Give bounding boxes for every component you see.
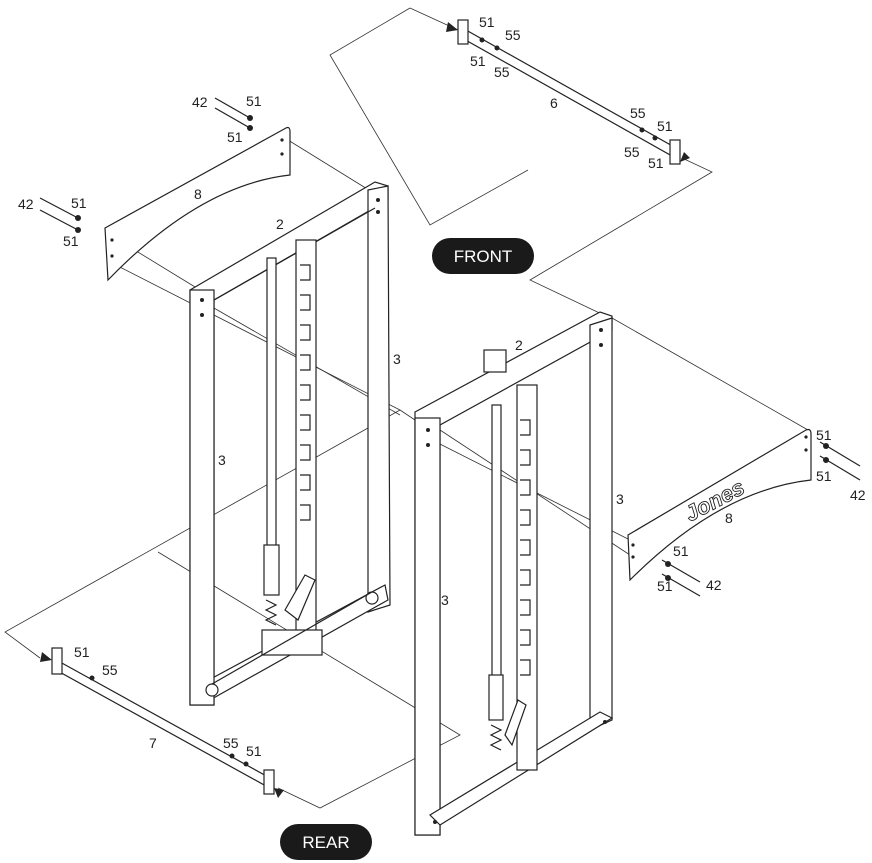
part-number-labels: 51 55 51 55 6 55 51 55 51 42 51 51 42 51… [18, 14, 866, 759]
bottom-crossbar-part-7 [40, 647, 284, 798]
part-label: 2 [515, 337, 523, 353]
part-label: 42 [192, 94, 208, 110]
assembly-guide-lines [4, 7, 809, 809]
rear-badge: REAR [280, 824, 372, 860]
hardware-bolts [39, 97, 861, 597]
part-label: 8 [725, 510, 733, 526]
part-label: 51 [74, 644, 90, 660]
part-label: 3 [616, 491, 624, 507]
part-label: 42 [850, 487, 866, 503]
part-label: 55 [102, 662, 118, 678]
part-label: 7 [149, 735, 157, 751]
part-label: 6 [550, 95, 558, 111]
part-label: 2 [276, 216, 284, 232]
part-label: 51 [246, 93, 262, 109]
part-label: 51 [648, 155, 664, 171]
part-label: 51 [657, 578, 673, 594]
part-label: 42 [18, 196, 34, 212]
part-label: 3 [441, 592, 449, 608]
right-frame [414, 311, 614, 836]
part-label: 51 [71, 195, 87, 211]
part-label: 55 [505, 27, 521, 43]
part-label: 51 [657, 118, 673, 134]
part-label: 55 [494, 64, 510, 80]
part-label: 55 [223, 735, 239, 751]
part-label: 51 [816, 427, 832, 443]
part-label: 8 [194, 186, 202, 202]
part-label: 51 [479, 14, 495, 30]
part-label: 51 [63, 233, 79, 249]
part-label: 3 [218, 452, 226, 468]
part-label: 51 [470, 53, 486, 69]
part-label: 51 [227, 129, 243, 145]
left-side-panel-part-8 [104, 126, 291, 282]
jones-logo: Jones [681, 474, 749, 526]
part-label: 55 [630, 105, 646, 121]
part-label: 42 [706, 577, 722, 593]
right-side-panel-part-8: Jones [627, 428, 812, 582]
part-label: 51 [246, 743, 262, 759]
part-label: 3 [393, 351, 401, 367]
rear-label: REAR [302, 833, 349, 852]
part-label: 51 [816, 468, 832, 484]
part-label: 51 [673, 543, 689, 559]
front-badge: FRONT [432, 238, 534, 274]
front-label: FRONT [454, 247, 513, 266]
left-frame [189, 181, 391, 706]
part-label: 55 [624, 144, 640, 160]
top-crossbar-part-6 [446, 19, 690, 165]
hardware-washers [75, 37, 829, 767]
